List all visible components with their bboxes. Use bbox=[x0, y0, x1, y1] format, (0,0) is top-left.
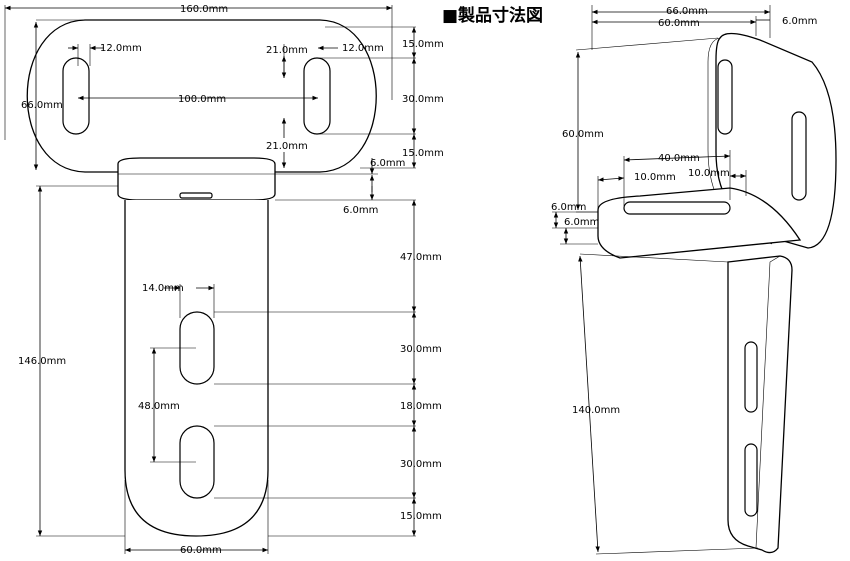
dim-iso-depth-inner: 60.0mm bbox=[658, 18, 700, 29]
dim-plate-height: 66.0mm bbox=[21, 100, 63, 111]
dim-width-overall: 160.0mm bbox=[180, 4, 228, 15]
dim-collar-thickness-1: 6.0mm bbox=[370, 158, 405, 169]
dim-slot-width-arm: 14.0mm bbox=[142, 283, 184, 294]
dim-iso-depth-overall: 66.0mm bbox=[666, 6, 708, 17]
dim-slot-length-top: 30.0mm bbox=[402, 94, 444, 105]
dim-iso-back-height: 60.0mm bbox=[562, 129, 604, 140]
drawing-title: ■製品寸法図 bbox=[442, 5, 543, 26]
dim-slot-gap-arm: 18.0mm bbox=[400, 401, 442, 412]
iso-base-slot bbox=[623, 201, 731, 215]
dim-iso-slot-offset-right: 10.0mm bbox=[688, 168, 730, 179]
iso-arm bbox=[727, 255, 793, 554]
dim-arm-height: 146.0mm bbox=[18, 356, 66, 367]
dim-top-margin: 15.0mm bbox=[402, 39, 444, 50]
dim-slot-pitch-arm: 48.0mm bbox=[138, 401, 180, 412]
dim-collar-thickness-2: 6.0mm bbox=[343, 205, 378, 216]
dim-iso-arm-length: 140.0mm bbox=[572, 405, 620, 416]
dim-slot-spacing: 100.0mm bbox=[178, 94, 226, 105]
iso-arm-slot-upper bbox=[744, 341, 758, 413]
collar-notch bbox=[179, 192, 213, 199]
dim-iso-slot-length: 40.0mm bbox=[658, 153, 700, 164]
dim-slot-offset-x: 21.0mm bbox=[266, 45, 308, 56]
dim-iso-slot-offset-left: 10.0mm bbox=[634, 172, 676, 183]
iso-view bbox=[597, 32, 837, 554]
dim-slot-width-top-right: 12.0mm bbox=[342, 43, 384, 54]
dim-slot-offset-y: 21.0mm bbox=[266, 141, 308, 152]
dim-slot-width-top-left: 12.0mm bbox=[100, 43, 142, 54]
dim-arm-width: 60.0mm bbox=[180, 545, 222, 556]
dim-iso-thickness-left-2: 6.0mm bbox=[564, 217, 599, 228]
front-dimensions: 160.0mm 12.0mm 12.0mm 21.0mm 66.0mm 100.… bbox=[4, 4, 444, 556]
collar bbox=[117, 157, 276, 201]
top-slot-right bbox=[303, 57, 331, 135]
dim-slot-length-arm-2: 30.0mm bbox=[400, 459, 442, 470]
iso-back-slot-right bbox=[791, 111, 807, 201]
dim-iso-thickness-left-1: 6.0mm bbox=[551, 202, 586, 213]
dim-slot-length-arm-1: 30.0mm bbox=[400, 344, 442, 355]
dim-arm-top-margin: 47.0mm bbox=[400, 252, 442, 263]
iso-back-slot-left bbox=[717, 59, 733, 135]
dim-arm-bottom-margin: 15.0mm bbox=[400, 511, 442, 522]
iso-dimensions: 66.0mm 60.0mm 6.0mm 60.0mm 40.0mm 10.0mm… bbox=[551, 5, 817, 555]
dim-iso-thickness-top: 6.0mm bbox=[782, 16, 817, 27]
dim-bottom-margin-top: 15.0mm bbox=[402, 148, 444, 159]
top-slot-left bbox=[62, 57, 90, 135]
iso-arm-slot-lower bbox=[744, 443, 758, 517]
